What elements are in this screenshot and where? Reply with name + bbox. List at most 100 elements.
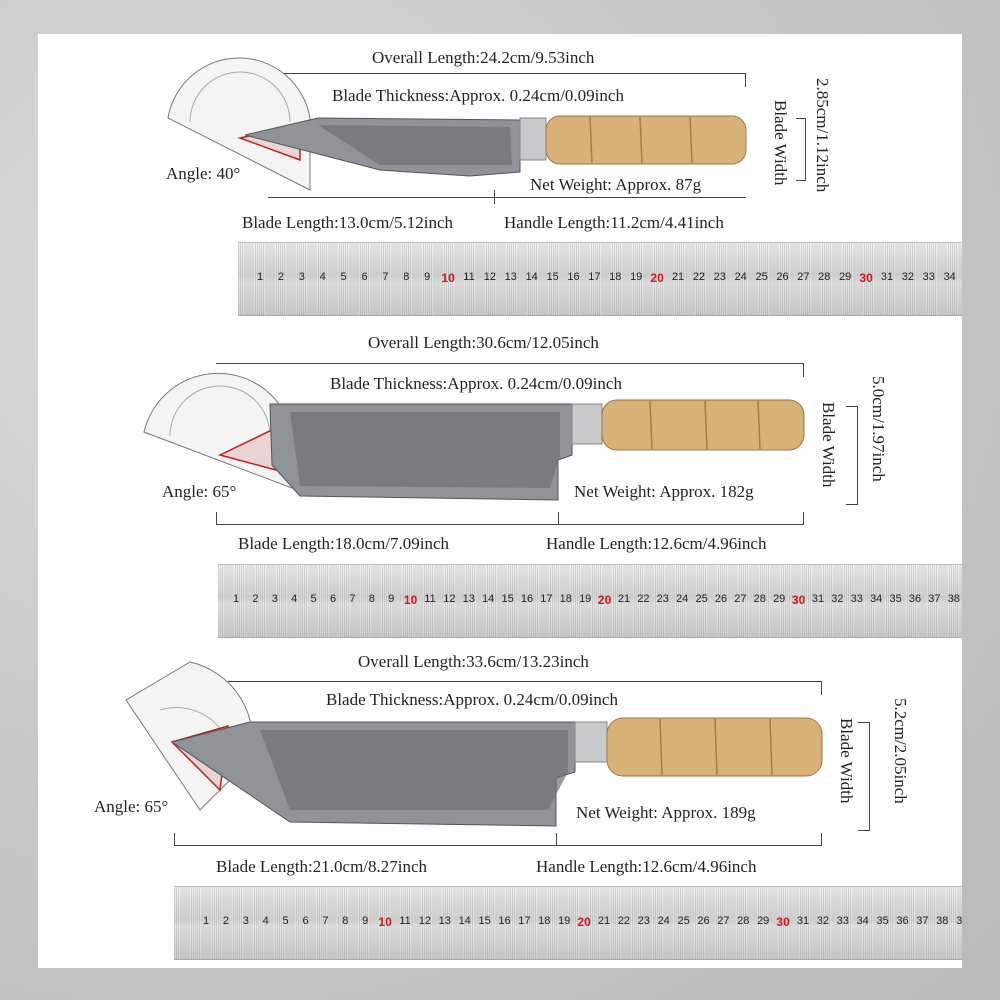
ruler-number: 6 <box>302 915 309 927</box>
ruler-number: 13 <box>504 271 517 283</box>
ruler-number: 31 <box>880 271 894 283</box>
blade-width-label: Blade Width <box>837 718 856 804</box>
ruler-number: 7 <box>382 271 389 283</box>
ruler-number: 37 <box>928 593 941 605</box>
overall-length-tick <box>803 363 804 377</box>
net-weight-label: Net Weight: Approx. 182g <box>574 482 754 501</box>
overall-length-line <box>268 73 746 74</box>
ruler-number: 27 <box>797 271 810 283</box>
ruler-number: 15 <box>501 593 514 605</box>
blade-width-value: 5.2cm/2.05inch <box>891 698 910 804</box>
ruler-number: 17 <box>588 271 601 283</box>
ruler-number: 8 <box>342 915 349 927</box>
ruler-number: 26 <box>714 593 728 605</box>
ruler-number: 5 <box>310 593 317 605</box>
ruler-number: 11 <box>463 271 475 283</box>
width-bracket-top <box>858 722 870 723</box>
knife-illustration-1 <box>167 57 747 191</box>
overall-length-line <box>228 681 822 682</box>
handle-1 <box>545 115 747 165</box>
width-bracket-bottom <box>796 180 806 181</box>
ruler-number: 8 <box>403 271 410 283</box>
ruler-number: 22 <box>617 915 631 927</box>
ruler-number: 21 <box>671 271 685 283</box>
width-bracket <box>857 406 858 504</box>
ruler-number: 34 <box>943 271 956 283</box>
ruler-number: 22 <box>637 593 650 605</box>
ruler-number: 14 <box>482 593 495 605</box>
ruler-number: 16 <box>567 271 580 283</box>
overall-length-label: Overall Length:33.6cm/13.23inch <box>358 652 589 671</box>
length-baseline <box>216 524 804 525</box>
ruler-number: 17 <box>518 915 531 927</box>
ruler-number: 4 <box>262 915 269 927</box>
ruler-number: 23 <box>656 593 669 605</box>
ruler-number: 18 <box>538 915 551 927</box>
blade-thickness-label: Blade Thickness:Approx. 0.24cm/0.09inch <box>326 690 618 709</box>
handle-2 <box>601 399 805 451</box>
ruler-number: 11 <box>424 593 436 605</box>
overall-length-tick <box>745 73 746 87</box>
ruler-number: 2 <box>222 915 229 927</box>
overall-length-label: Overall Length:30.6cm/12.05inch <box>368 333 599 352</box>
ruler-number: 20 <box>650 271 664 285</box>
ruler-number: 20 <box>597 593 612 607</box>
ruler-number: 27 <box>734 593 747 605</box>
ruler-number: 9 <box>388 593 395 605</box>
ruler-number: 36 <box>896 915 909 927</box>
ruler-number: 27 <box>717 915 730 927</box>
ruler-number: 32 <box>816 915 830 927</box>
ruler-number: 31 <box>811 593 825 605</box>
ruler-number: 10 <box>378 915 392 929</box>
ruler-number: 18 <box>609 271 622 283</box>
knife-illustration-3 <box>125 661 823 827</box>
width-bracket-top <box>796 118 806 119</box>
handle-length-label: Handle Length:12.6cm/4.96inch <box>536 857 757 876</box>
length-end-tick <box>821 833 822 846</box>
ruler-number: 16 <box>498 915 511 927</box>
ruler-number: 8 <box>368 593 375 605</box>
ruler-number: 14 <box>458 915 471 927</box>
ruler-number: 33 <box>836 915 849 927</box>
ruler-number: 10 <box>403 593 418 607</box>
ruler-number: 2 <box>277 271 284 283</box>
ruler-number: 36 <box>908 593 922 605</box>
handle-length-label: Handle Length:11.2cm/4.41inch <box>504 213 724 232</box>
ruler-number: 34 <box>870 593 883 605</box>
ruler-number: 29 <box>757 915 770 927</box>
net-weight-label: Net Weight: Approx. 189g <box>576 803 756 822</box>
handle-length-label: Handle Length:12.6cm/4.96inch <box>546 534 767 553</box>
ruler-number: 38 <box>947 593 960 605</box>
blade-length-label: Blade Length:21.0cm/8.27inch <box>216 857 428 876</box>
ruler-number: 2 <box>252 593 259 605</box>
ruler-number: 32 <box>901 271 915 283</box>
length-start-tick <box>174 833 175 846</box>
length-start-tick <box>216 512 217 525</box>
width-bracket-top <box>846 406 858 407</box>
ruler-number: 33 <box>922 271 935 283</box>
ruler-number: 13 <box>438 915 451 927</box>
ruler-number: 33 <box>850 593 863 605</box>
ruler-number: 12 <box>443 593 456 605</box>
knife-illustration-2 <box>143 372 805 501</box>
ruler-number: 29 <box>839 271 852 283</box>
ruler-number: 3 <box>298 271 305 283</box>
ruler-number: 1 <box>202 915 210 927</box>
ruler-number: 34 <box>856 915 869 927</box>
overall-length-line <box>216 363 804 364</box>
ruler-number: 26 <box>776 271 789 283</box>
blade-length-label: Blade Length:13.0cm/5.12inch <box>242 213 454 232</box>
width-bracket <box>805 118 806 180</box>
ruler-number: 28 <box>753 593 766 605</box>
length-baseline <box>268 197 746 198</box>
ruler-number: 15 <box>546 271 559 283</box>
angle-label: Angle: 65° <box>94 797 169 816</box>
ruler-number: 3 <box>271 593 278 605</box>
ruler-number: 30 <box>791 593 806 607</box>
blade-thickness-label: Blade Thickness:Approx. 0.24cm/0.09inch <box>330 374 622 393</box>
ruler-number: 19 <box>579 593 592 605</box>
ruler-number: 13 <box>462 593 475 605</box>
